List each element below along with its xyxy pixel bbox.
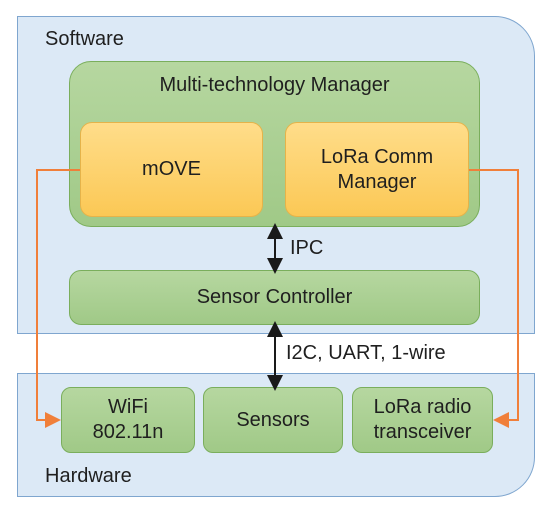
lora-radio-module: LoRa radio transceiver: [352, 387, 493, 453]
move-to-wifi-connector: [36, 169, 80, 428]
wifi-module: WiFi 802.11n: [61, 387, 195, 453]
move-label: mOVE: [142, 158, 201, 180]
wifi-label: WiFi 802.11n: [92, 396, 164, 443]
sensors-label: Sensors: [236, 408, 310, 431]
multi-technology-manager-title: Multi-technology Manager: [159, 74, 390, 96]
hardware-label: Hardware: [45, 465, 132, 487]
move-module: mOVE: [80, 122, 263, 217]
sensor-controller: Sensor Controller: [69, 270, 480, 325]
sensor-controller-label: Sensor Controller: [196, 286, 353, 308]
lora-comm-manager-label: LoRa Comm Manager: [320, 145, 434, 193]
lora-comm-manager: LoRa Comm Manager: [285, 122, 469, 217]
ipc-label: IPC: [290, 237, 324, 259]
lora-comm-to-radio-connector: [469, 169, 519, 428]
sensors-module: Sensors: [203, 387, 343, 453]
lora-radio-label: LoRa radio transceiver: [373, 396, 472, 443]
software-label: Software: [45, 28, 124, 50]
bus-label: I2C, UART, 1-wire: [286, 342, 446, 364]
